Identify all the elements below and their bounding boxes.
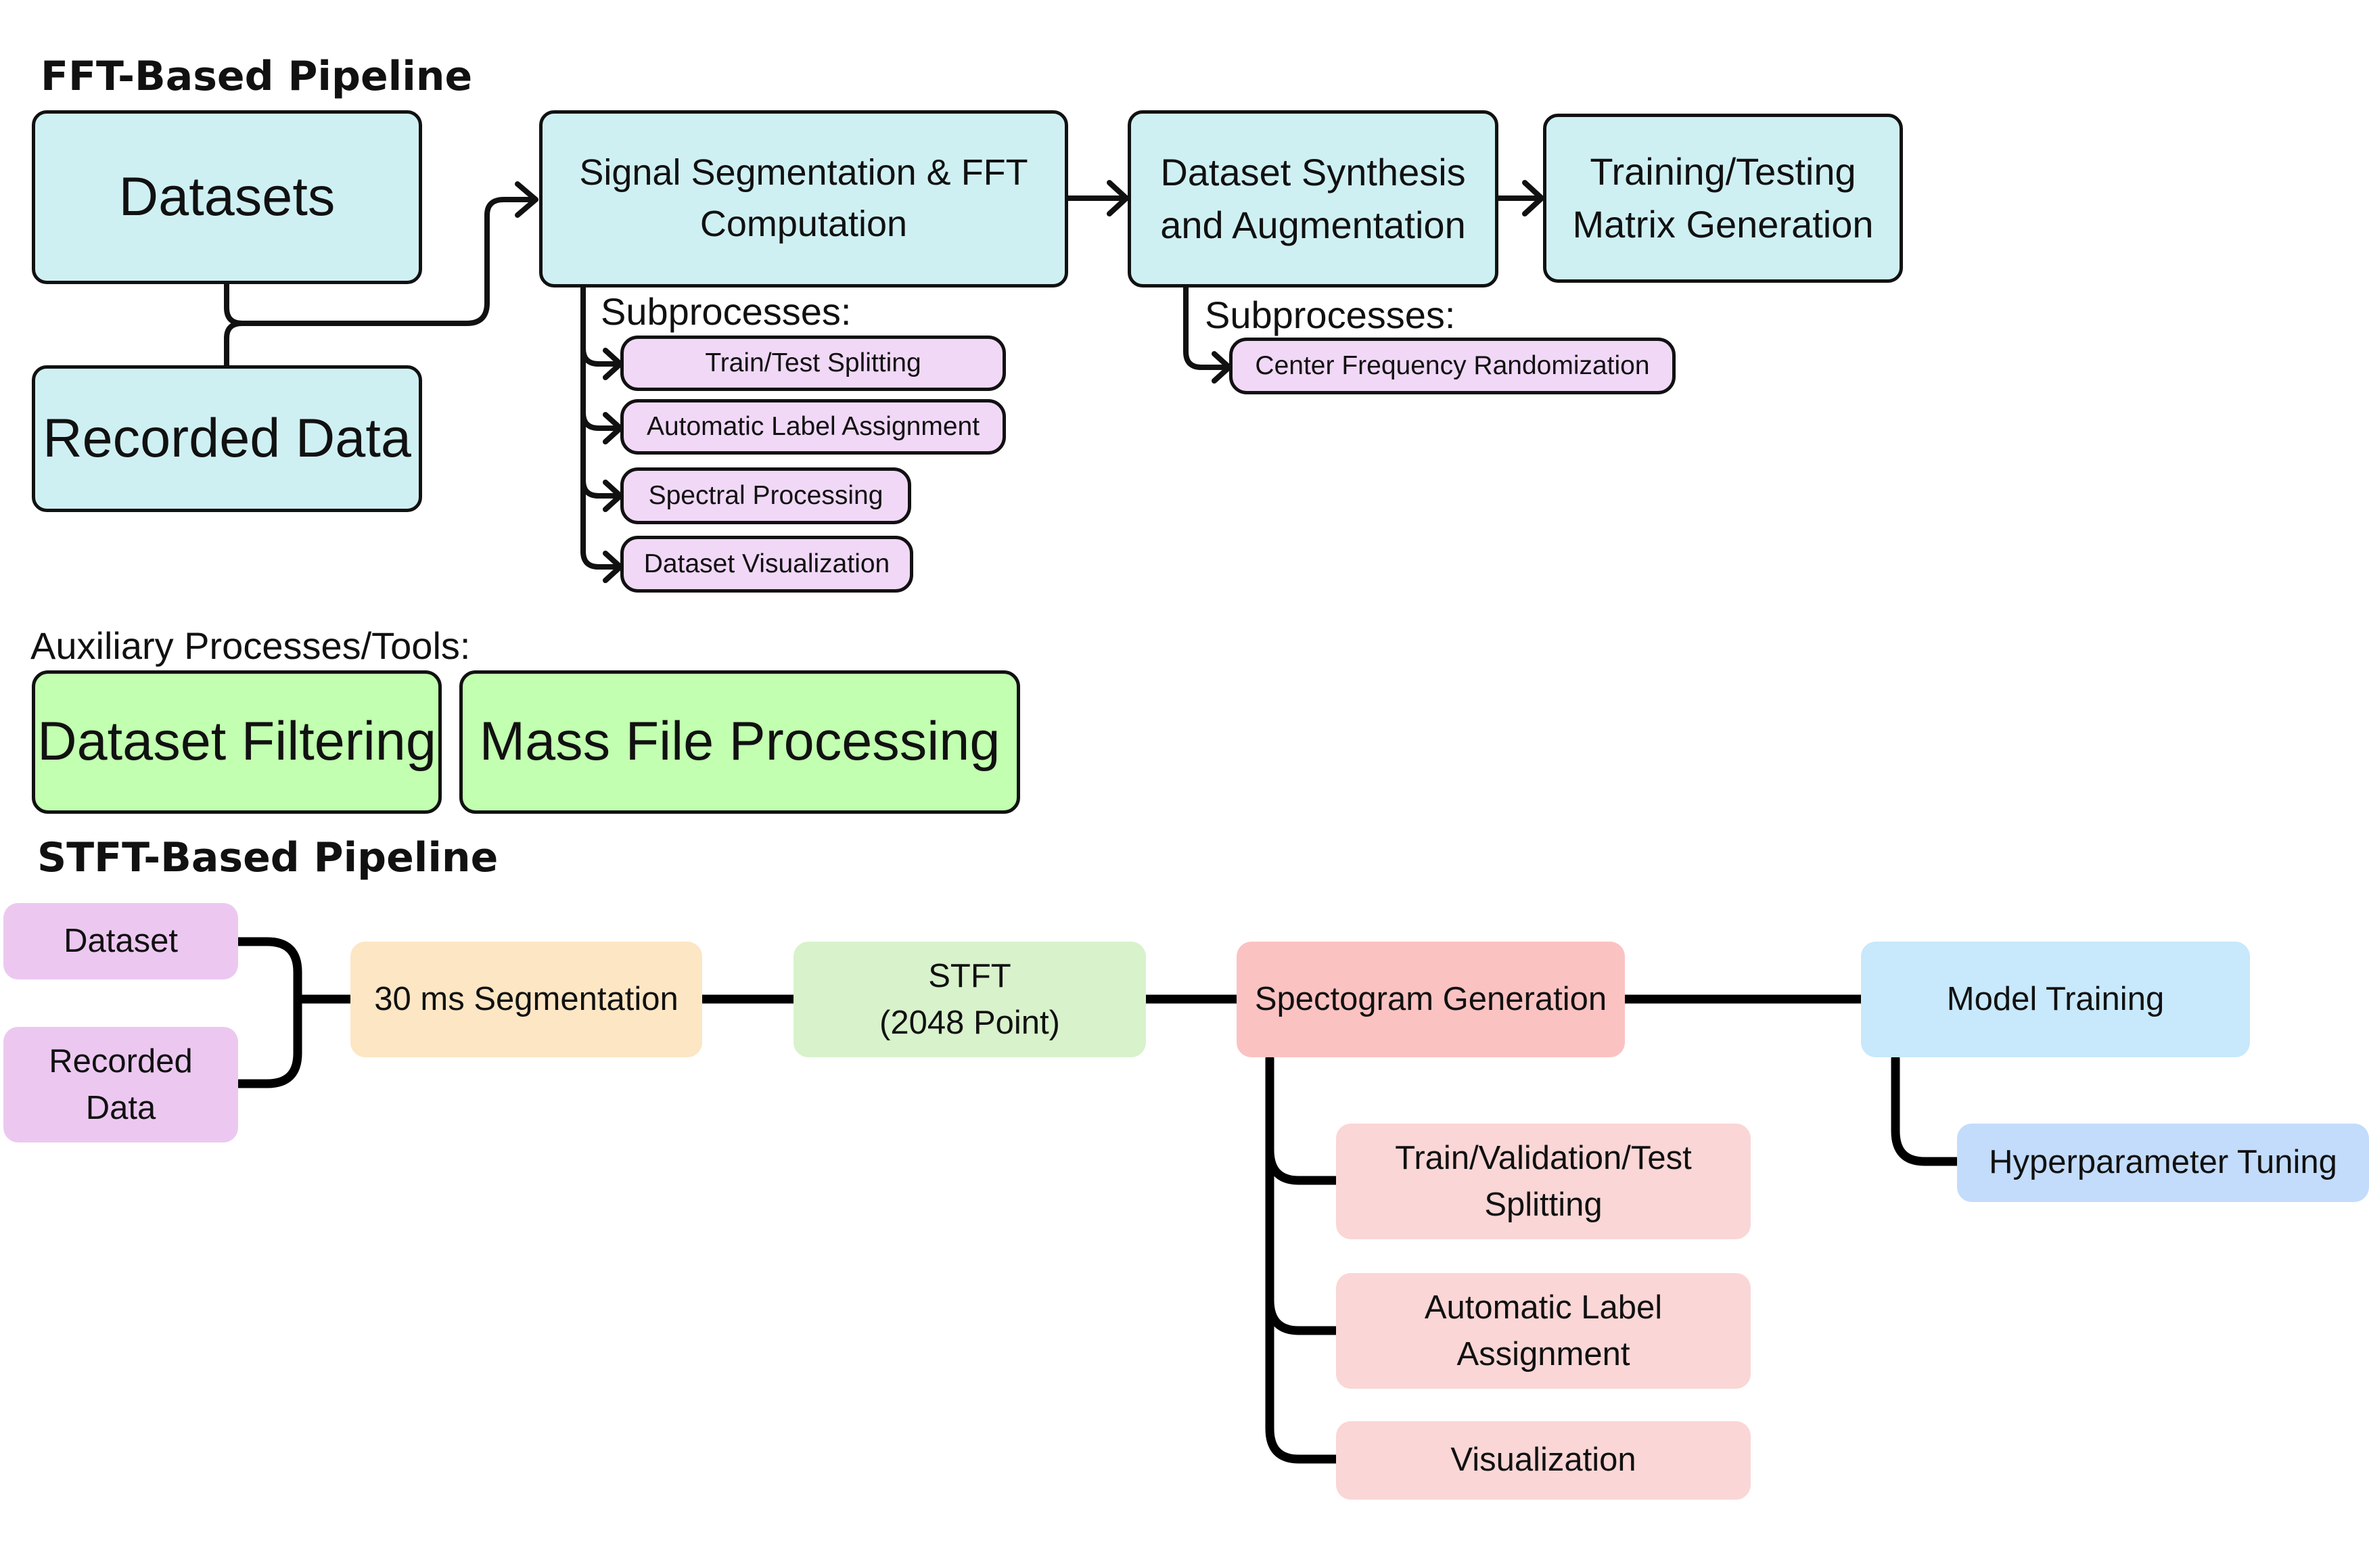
spec-branch-2 — [1265, 1295, 1342, 1335]
subprocess-pill: Automatic Label Assignment — [620, 399, 1006, 455]
spec-branch-1 — [1265, 1145, 1342, 1185]
dataset-filtering-box: Dataset Filtering — [32, 670, 442, 814]
segmentation-fft-label: Signal Segmentation & FFT Computation — [579, 152, 1028, 244]
stft-dataset-box: Dataset — [3, 903, 238, 979]
spec-child-box: Train/Validation/Test Splitting — [1336, 1124, 1751, 1239]
spec-child-label: Visualization — [1450, 1442, 1636, 1479]
spec-child-box: Visualization — [1336, 1421, 1751, 1500]
mass-file-processing-label: Mass File Processing — [479, 711, 1001, 773]
subprocess-label: Spectral Processing — [648, 480, 883, 510]
stft-brace-top — [233, 937, 323, 1004]
subprocess-label: Automatic Label Assignment — [646, 411, 980, 441]
matrix-generation-label: Training/Testing Matrix Generation — [1572, 149, 1874, 246]
spec-child-box: Automatic Label Assignment — [1336, 1273, 1751, 1389]
auxiliary-label: Auxiliary Processes/Tools: — [30, 624, 471, 667]
spec-children-spine — [1265, 1054, 1342, 1464]
spectrogram-generation-label: Spectogram Generation — [1254, 980, 1607, 1017]
subprocesses-label-segmentation: Subprocesses: — [601, 290, 852, 333]
fft-pipeline-heading: FFT-Based Pipeline — [41, 53, 473, 100]
stft-segmentation-box: 30 ms Segmentation — [350, 942, 702, 1057]
subprocess-pill: Center Frequency Randomization — [1229, 338, 1676, 394]
subprocess-label: Dataset Visualization — [643, 549, 890, 578]
branch-label-assignment — [580, 410, 622, 431]
model-to-hyper — [1891, 1054, 1963, 1166]
stft-label: STFT (2048 Point) — [879, 957, 1060, 1041]
synthesis-box: Dataset Synthesis and Augmentation — [1128, 110, 1498, 287]
segmentation-fft-box: Signal Segmentation & FFT Computation — [539, 110, 1068, 287]
subprocess-pill: Spectral Processing — [620, 467, 911, 524]
stft-recorded-data-label: Recorded Data — [49, 1042, 193, 1126]
connector-recorded-merge — [224, 321, 245, 368]
stft-pipeline-heading: STFT-Based Pipeline — [37, 834, 499, 881]
spectrogram-generation-box: Spectogram Generation — [1237, 942, 1625, 1057]
recorded-data-box: Recorded Data — [32, 365, 422, 512]
arrow-into-synthesis — [1107, 180, 1129, 216]
datasets-box: Datasets — [32, 110, 422, 284]
stft-brace-bottom — [233, 994, 302, 1088]
synthesis-label: Dataset Synthesis and Augmentation — [1160, 150, 1466, 246]
seg-subprocess-spine — [580, 285, 622, 570]
arrow-into-matrix — [1522, 180, 1544, 216]
model-training-box: Model Training — [1861, 942, 2250, 1057]
subprocess-label: Train/Test Splitting — [705, 348, 921, 377]
model-training-label: Model Training — [1946, 980, 2165, 1017]
synth-subprocess-branch — [1183, 285, 1230, 370]
hyperparameter-tuning-label: Hyperparameter Tuning — [1989, 1144, 2337, 1181]
subprocess-pill: Dataset Visualization — [620, 536, 913, 593]
arrow-into-segmentation — [515, 181, 538, 218]
datasets-label: Datasets — [118, 166, 336, 227]
subprocesses-label-synthesis: Subprocesses: — [1205, 294, 1456, 336]
connector-datasets-merge — [224, 197, 537, 326]
hyperparameter-tuning-box: Hyperparameter Tuning — [1957, 1124, 2369, 1202]
branch-train-test — [580, 346, 622, 367]
branch-spectral — [580, 478, 622, 499]
spec-child-label: Automatic Label Assignment — [1424, 1289, 1663, 1373]
stft-segmentation-label: 30 ms Segmentation — [374, 980, 678, 1017]
subprocess-label: Center Frequency Randomization — [1255, 350, 1650, 380]
subprocess-pill: Train/Test Splitting — [620, 336, 1006, 391]
matrix-generation-box: Training/Testing Matrix Generation — [1543, 114, 1903, 283]
recorded-data-label: Recorded Data — [43, 407, 411, 469]
stft-dataset-label: Dataset — [64, 922, 178, 959]
stft-box: STFT (2048 Point) — [794, 942, 1146, 1057]
mass-file-processing-box: Mass File Processing — [459, 670, 1020, 814]
spec-child-label: Train/Validation/Test Splitting — [1395, 1139, 1692, 1223]
stft-recorded-data-box: Recorded Data — [3, 1027, 238, 1143]
dataset-filtering-label: Dataset Filtering — [37, 711, 436, 773]
